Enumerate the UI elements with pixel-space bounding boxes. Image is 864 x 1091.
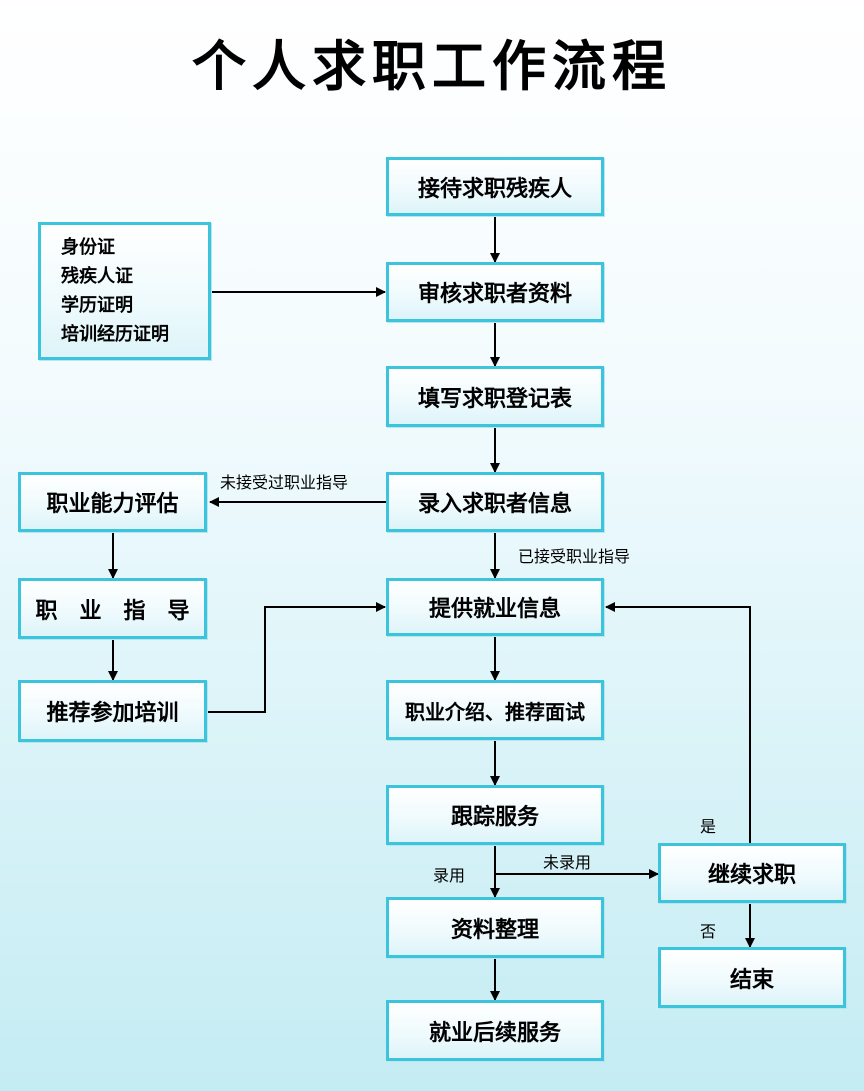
arrow-training-provide bbox=[207, 602, 386, 713]
box-training: 推荐参加培训 bbox=[18, 680, 207, 742]
label-hired: 录用 bbox=[433, 866, 466, 885]
box-fill-form: 填写求职登记表 bbox=[386, 366, 604, 427]
doc-disability-card: 残疾人证 bbox=[61, 266, 133, 287]
box-organize: 资料整理 bbox=[386, 897, 604, 958]
label-yes: 是 bbox=[700, 817, 717, 836]
box-after-service: 就业后续服务 bbox=[386, 1000, 604, 1061]
label-not-guided: 未接受过职业指导 bbox=[220, 473, 349, 492]
label-guided: 已接受职业指导 bbox=[518, 547, 631, 566]
doc-id-card: 身份证 bbox=[61, 237, 115, 258]
box-ability-eval: 职业能力评估 bbox=[18, 472, 207, 532]
label-no: 否 bbox=[700, 922, 717, 941]
box-documents: 身份证 残疾人证 学历证明 培训经历证明 bbox=[38, 222, 211, 360]
box-reception: 接待求职残疾人 bbox=[386, 157, 604, 216]
box-enter-info: 录入求职者信息 bbox=[386, 472, 604, 532]
box-provide-info: 提供就业信息 bbox=[386, 578, 604, 636]
box-introduce: 职业介绍、推荐面试 bbox=[386, 680, 604, 740]
box-follow-up: 跟踪服务 bbox=[386, 785, 604, 845]
box-guidance: 职 业 指 导 bbox=[18, 578, 207, 639]
arrow-continue-provide bbox=[605, 602, 751, 843]
label-not-hired: 未录用 bbox=[543, 853, 592, 872]
box-continue: 继续求职 bbox=[658, 843, 846, 903]
box-review: 审核求职者资料 bbox=[386, 262, 604, 322]
box-end: 结束 bbox=[658, 947, 846, 1008]
page-title: 个人求职工作流程 bbox=[192, 35, 672, 98]
doc-diploma: 学历证明 bbox=[61, 295, 133, 316]
doc-training-record: 培训经历证明 bbox=[61, 324, 169, 345]
